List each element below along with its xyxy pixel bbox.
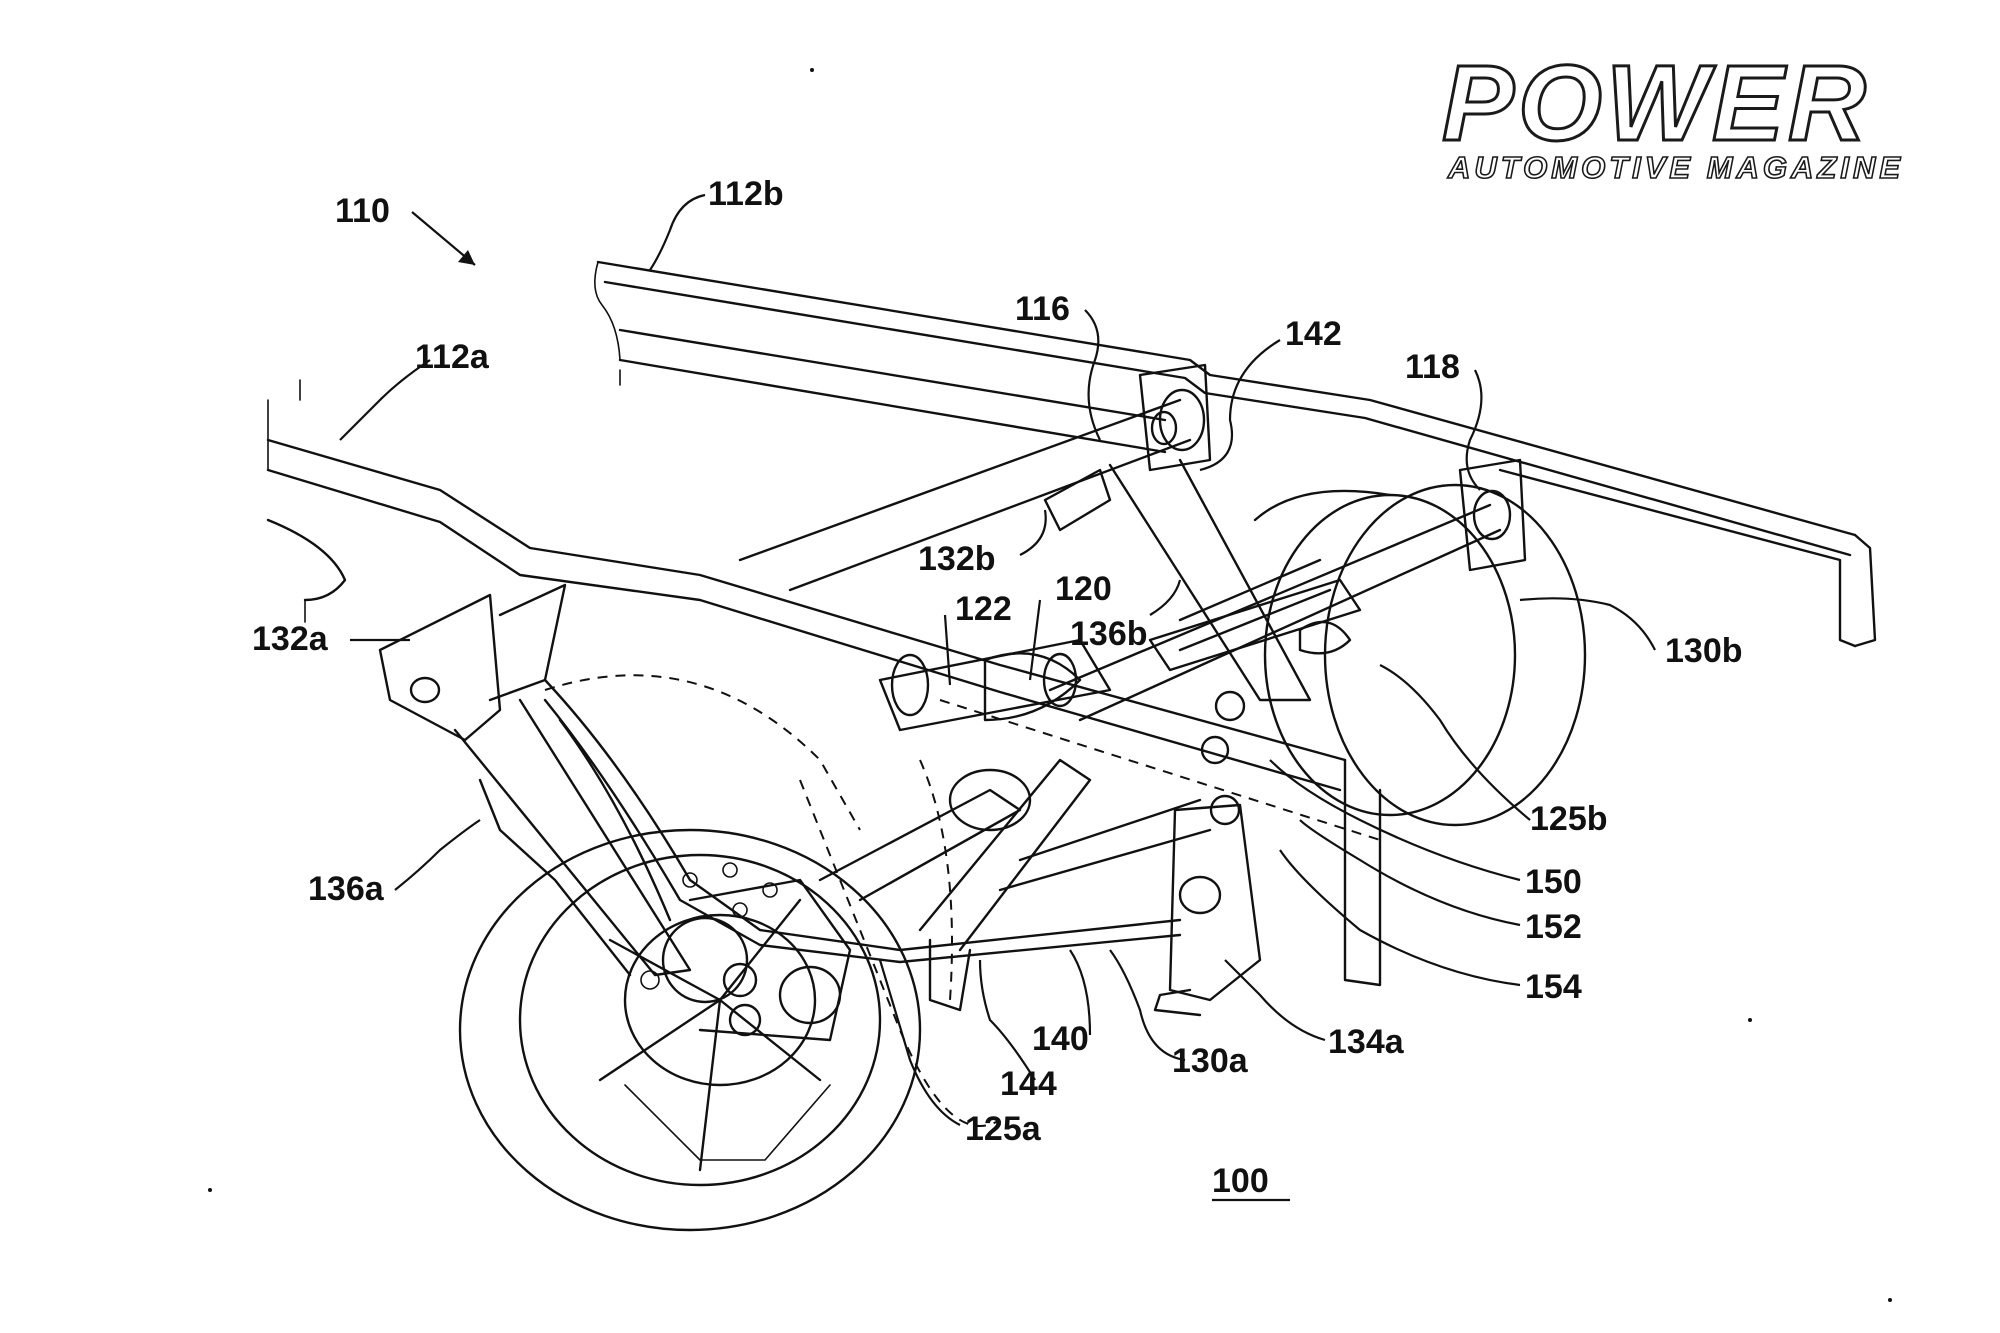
figure-number: 100: [1212, 1162, 1269, 1200]
label-134a: 134a: [1328, 1023, 1405, 1061]
logo-title: POWER: [1442, 42, 1870, 163]
label-140: 140: [1032, 1020, 1089, 1058]
label-154: 154: [1525, 968, 1582, 1006]
frame-rail-112a: [266, 379, 1382, 987]
label-125b: 125b: [1530, 800, 1608, 838]
label-150: 150: [1525, 863, 1582, 901]
control-arm-144: [818, 758, 1092, 1012]
label-125a: 125a: [965, 1110, 1042, 1148]
label-122: 122: [955, 590, 1012, 628]
cross-member-118: [1048, 458, 1527, 722]
label-132b: 132b: [918, 540, 996, 578]
label-136a: 136a: [308, 870, 385, 908]
label-130a: 130a: [1172, 1042, 1249, 1080]
label-118: 118: [1405, 348, 1460, 386]
reference-labels: 110 112b 112a 116 142 118 132b 122 120 1…: [252, 175, 1743, 1200]
label-142: 142: [1285, 315, 1342, 353]
label-130b: 130b: [1665, 632, 1743, 670]
bracket-132a: [378, 583, 567, 742]
label-112b: 112b: [708, 175, 784, 213]
link-140: [998, 798, 1212, 892]
label-144: 144: [1000, 1065, 1057, 1103]
label-152: 152: [1525, 908, 1582, 946]
hidden-lines: [544, 674, 1381, 1127]
scan-specks: [208, 68, 1892, 1302]
label-136b: 136b: [1070, 615, 1148, 653]
label-120: 120: [1055, 570, 1112, 608]
label-116: 116: [1015, 290, 1070, 328]
logo-subtitle: AUTOMOTIVE MAGAZINE: [1447, 150, 1904, 185]
leader-lines: [339, 193, 1656, 1202]
shackle-134a: [1153, 803, 1262, 1017]
frame-rail-112b: [594, 260, 1877, 648]
cross-member-116: [738, 388, 1206, 592]
axle-assembly: [878, 578, 1362, 826]
rear-wheel-right: [1253, 483, 1587, 827]
arm-142-136b: [1108, 458, 1332, 702]
leaf-spring-130a: [543, 678, 1182, 964]
bracket-132b: [1043, 363, 1212, 532]
hub-assembly: [640, 862, 852, 1042]
label-112a: 112a: [415, 338, 490, 376]
magazine-logo: POWER AUTOMOTIVE MAGAZINE: [1441, 41, 1904, 186]
label-110: 110: [335, 192, 390, 230]
front-wheel-left: [458, 828, 922, 1232]
label-132a: 132a: [252, 620, 329, 658]
arm-136a: [453, 698, 692, 977]
